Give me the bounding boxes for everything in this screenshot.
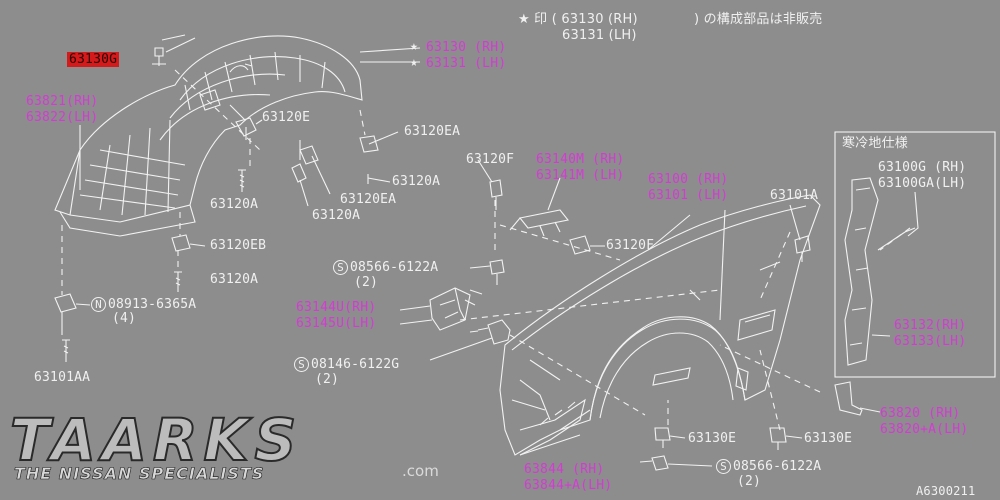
part-63120f-label[interactable]: 63120F bbox=[466, 152, 515, 167]
star-icon: ★ bbox=[410, 55, 419, 70]
taarks-domain: .com bbox=[402, 462, 439, 480]
part-08566-label[interactable]: 08566-6122A bbox=[350, 260, 439, 275]
screw-08566-2-icon bbox=[639, 455, 713, 471]
part-63101-label[interactable]: 63101 (LH) bbox=[648, 188, 729, 203]
clip-08913-icon bbox=[54, 293, 91, 362]
part-08146-label[interactable]: 08146-6122G bbox=[311, 357, 400, 372]
bolt-63101a-icon bbox=[794, 235, 811, 262]
star-icon: ★ bbox=[410, 39, 419, 54]
part-63820a-label[interactable]: 63820+A(LH) bbox=[880, 422, 969, 437]
part-63141m-label[interactable]: 63141M (LH) bbox=[536, 168, 625, 183]
diagram-id: A6300211 bbox=[916, 484, 976, 498]
screw-63120a-icons bbox=[174, 163, 391, 292]
part-63844-label[interactable]: 63844 (RH) bbox=[524, 462, 605, 477]
front-fender-drawing bbox=[499, 194, 821, 456]
header-note-line1: ★ 印 ( 63130 (RH) bbox=[518, 12, 638, 27]
mudflap-63820-drawing bbox=[834, 381, 881, 416]
part-63820-label[interactable]: 63820 (RH) bbox=[880, 406, 961, 421]
part-63101aa-label[interactable]: 63101AA bbox=[34, 370, 91, 385]
part-63822-label[interactable]: 63822(LH) bbox=[26, 110, 99, 125]
cold-spec-title: 寒冷地仕様 bbox=[842, 136, 909, 151]
part-63100-label[interactable]: 63100 (RH) bbox=[648, 172, 729, 187]
part-63120e-label[interactable]: 63120E bbox=[262, 110, 311, 125]
part-63120a-2-label[interactable]: 63120A bbox=[210, 197, 259, 212]
leader-63130 bbox=[359, 47, 421, 63]
part-63120ea-label[interactable]: 63120EA bbox=[404, 124, 461, 139]
part-63140m-label[interactable]: 63140M (RH) bbox=[536, 152, 625, 167]
clip-63130g-icon bbox=[152, 34, 196, 66]
s-mark-icon: S bbox=[294, 357, 309, 372]
part-08913-label[interactable]: 08913-6365A bbox=[108, 297, 197, 312]
cold-spec-inset bbox=[834, 131, 996, 378]
part-63100ga-label[interactable]: 63100GA(LH) bbox=[878, 176, 967, 191]
bracket-63144u-drawing bbox=[399, 287, 483, 331]
clip-63120ea-2-icon bbox=[299, 145, 331, 195]
part-08913-qty: (4) bbox=[112, 311, 137, 326]
taarks-tagline: THE NISSAN SPECIALISTS bbox=[14, 464, 265, 483]
clip-63120f-2-icon bbox=[569, 235, 605, 255]
part-63120a-3-label[interactable]: 63120A bbox=[312, 208, 361, 223]
n-mark-icon: N bbox=[91, 297, 106, 312]
part-63821-label[interactable]: 63821(RH) bbox=[26, 94, 99, 109]
part-63133-label[interactable]: 63133(LH) bbox=[894, 334, 967, 349]
fender-liner-drawing bbox=[54, 35, 363, 237]
bracket-63140m-drawing bbox=[477, 159, 569, 237]
s-mark-icon: S bbox=[716, 459, 731, 474]
part-63120a-label[interactable]: 63120A bbox=[392, 174, 441, 189]
clip-63120e-icon bbox=[235, 117, 263, 140]
screw-08566-1-icon bbox=[469, 259, 505, 285]
guide-dashes bbox=[61, 69, 911, 431]
leader-63844 bbox=[519, 409, 591, 456]
part-08566-2-label[interactable]: 08566-6122A bbox=[733, 459, 822, 474]
bolt-08146-icon bbox=[429, 319, 511, 361]
taarks-logo: TAARKS bbox=[9, 406, 303, 474]
part-63131-label[interactable]: 63131 (LH) bbox=[426, 56, 507, 71]
part-63145u-label[interactable]: 63145U(LH) bbox=[296, 316, 377, 331]
header-note-tail: ) の構成部品は非販売 bbox=[694, 12, 823, 27]
s-mark-icon: S bbox=[333, 260, 348, 275]
part-08146-qty: (2) bbox=[315, 372, 340, 387]
part-63101a-label[interactable]: 63101A bbox=[770, 188, 819, 203]
part-63130g-label[interactable]: 63130G bbox=[67, 52, 120, 67]
part-63844a-label[interactable]: 63844+A(LH) bbox=[524, 478, 613, 493]
part-63130e-2-label[interactable]: 63130E bbox=[804, 431, 853, 446]
part-63120a-4-label[interactable]: 63120A bbox=[210, 272, 259, 287]
leader-63101a bbox=[789, 204, 801, 241]
part-63120f-2-label[interactable]: 63120F bbox=[606, 238, 655, 253]
clip-63120ea-icon bbox=[359, 131, 399, 153]
part-63120eb-label[interactable]: 63120EB bbox=[210, 238, 267, 253]
part-08566-qty: (2) bbox=[354, 275, 379, 290]
part-63120ea-2-label[interactable]: 63120EA bbox=[340, 192, 397, 207]
clips-63130e-icons bbox=[654, 427, 803, 450]
part-63132-label[interactable]: 63132(RH) bbox=[894, 318, 967, 333]
header-note-line2: 63131 (LH) bbox=[562, 28, 637, 43]
leader-63100 bbox=[647, 214, 691, 251]
part-63100g-label[interactable]: 63100G (RH) bbox=[878, 160, 967, 175]
part-08566-2-qty: (2) bbox=[737, 474, 762, 489]
part-63130-label[interactable]: 63130 (RH) bbox=[426, 40, 507, 55]
clip-63120eb-icon bbox=[171, 234, 206, 252]
part-63144u-label[interactable]: 63144U(RH) bbox=[296, 300, 377, 315]
part-63130e-label[interactable]: 63130E bbox=[688, 431, 737, 446]
